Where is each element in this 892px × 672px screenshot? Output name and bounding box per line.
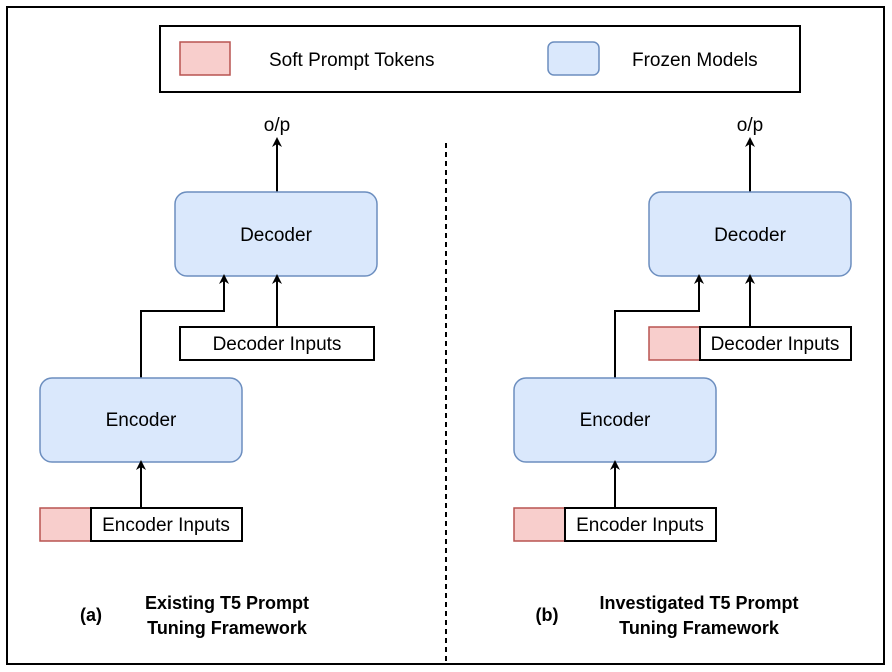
outer-frame [6, 6, 885, 665]
encoder-inputs-box [90, 507, 243, 542]
encoder-label: Encoder [580, 410, 651, 431]
legend-box [159, 25, 801, 93]
caption-letter: (b) [536, 605, 559, 625]
caption-line-1: Existing T5 Prompt [145, 593, 309, 613]
encoder-inputs-label: Encoder Inputs [576, 515, 704, 536]
encoder-inputs-label: Encoder Inputs [102, 515, 230, 536]
output-label: o/p [264, 115, 290, 136]
caption-line-2: Tuning Framework [619, 618, 780, 638]
encoder-soft-prompt-token [513, 507, 566, 542]
caption-line-1: Investigated T5 Prompt [599, 593, 798, 613]
decoder-inputs-label: Decoder Inputs [213, 334, 342, 355]
decoder-inputs-box [179, 326, 375, 361]
panel-b: o/p Decoder Decoder Inputs Encoder Encod… [513, 115, 852, 638]
decoder-label: Decoder [714, 225, 786, 246]
legend-soft-prompt-swatch [179, 41, 231, 76]
legend-soft-prompt-label: Soft Prompt Tokens [269, 50, 434, 71]
caption-line-2: Tuning Framework [147, 618, 308, 638]
encoder-inputs-box [564, 507, 717, 542]
decoder-label: Decoder [240, 225, 312, 246]
panel-a: o/p Decoder Decoder Inputs Encoder Encod… [39, 115, 378, 638]
encoder-to-decoder-arrow [140, 274, 229, 378]
legend-frozen-swatch [547, 41, 600, 76]
decoder-inputs-label: Decoder Inputs [711, 334, 840, 355]
decoder-inputs-box [699, 326, 852, 361]
legend-frozen-label: Frozen Models [632, 50, 758, 71]
encoder-to-decoder-arrow [614, 274, 704, 378]
legend: Soft Prompt Tokens Frozen Models [159, 25, 801, 93]
encoder-label: Encoder [106, 410, 177, 431]
decoder-soft-prompt-token [648, 326, 701, 361]
caption-letter: (a) [80, 605, 102, 625]
output-label: o/p [737, 115, 763, 136]
soft-prompt-token [39, 507, 92, 542]
